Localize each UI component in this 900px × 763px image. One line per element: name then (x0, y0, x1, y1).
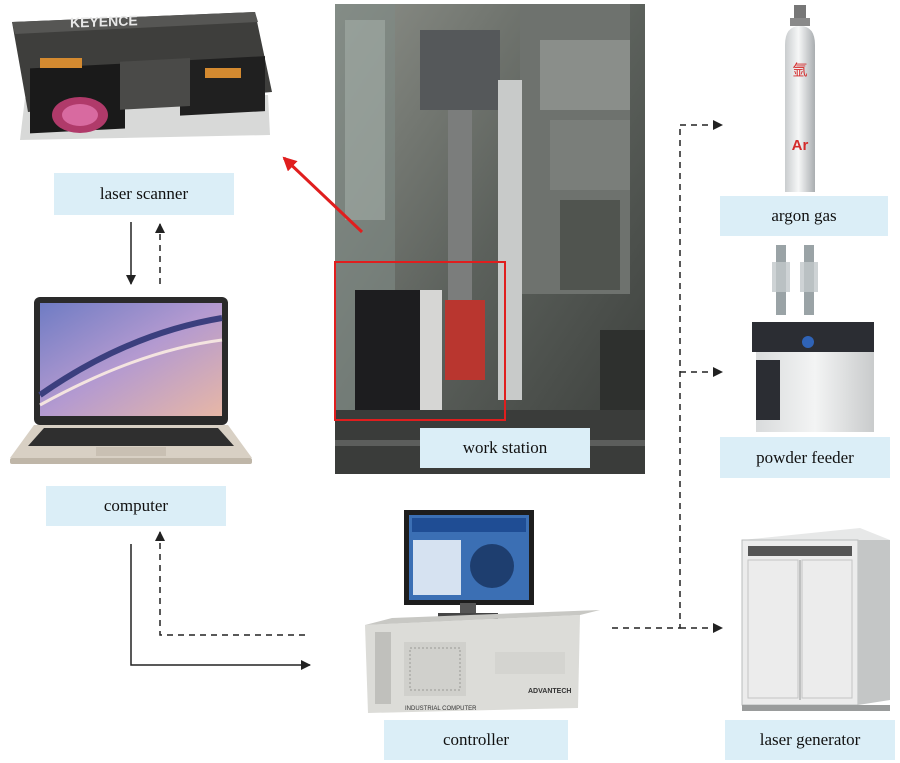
laser-scanner-image: KEYENCE (12, 12, 272, 140)
arrow-computer-to-controller (130, 544, 311, 670)
arrow-controller-to-computer (155, 531, 305, 636)
powder-feeder-image (752, 245, 874, 432)
controller-brand-text: ADVANTECH (528, 688, 571, 695)
label-laser-scanner: laser scanner (54, 173, 234, 215)
controller-image: INDUSTRIAL COMPUTER ADVANTECH (365, 510, 600, 713)
label-powder-feeder: powder feeder (720, 437, 890, 478)
computer-image (10, 297, 252, 464)
argon-gas-image: 氩 Ar (785, 5, 815, 192)
label-argon-gas: argon gas (720, 196, 888, 236)
work-station-red-highlight (334, 261, 506, 421)
argon-symbol-label: Ar (792, 137, 809, 154)
red-arrow-workstation-to-scanner (282, 156, 364, 234)
controller-model-text: INDUSTRIAL COMPUTER (405, 706, 477, 712)
label-laser-generator: laser generator (725, 720, 895, 760)
argon-chinese-label: 氩 (792, 61, 807, 79)
label-controller: controller (384, 720, 568, 760)
connection-arrows (126, 120, 723, 670)
scanner-brand-text: KEYENCE (70, 12, 138, 30)
label-work-station: work station (420, 428, 590, 468)
laser-generator-image (741, 528, 890, 711)
label-computer: computer (46, 486, 226, 526)
work-station-photo (334, 4, 645, 474)
